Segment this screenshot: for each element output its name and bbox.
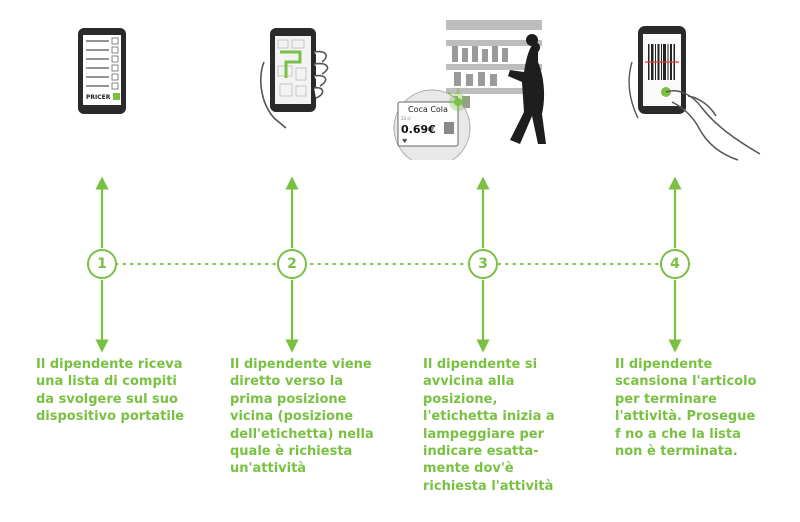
step-description-1: Il dipendente riceva una lista di compit… xyxy=(36,357,185,425)
step-number-3: 3 xyxy=(468,249,498,279)
tag-small-code: 33 cl xyxy=(401,116,411,121)
tag-product-name: Coca Cola xyxy=(408,105,448,114)
shelf-blinking-label-icon: Coca Cola 33 cl 0.69€ ♥ xyxy=(393,20,546,160)
step-number-2: 2 xyxy=(277,249,307,279)
step-description-3: Il dipendente si avvicina alla posizione… xyxy=(423,357,555,494)
phone-barcode-scan-icon xyxy=(628,26,761,161)
heart-icon: ♥ xyxy=(402,138,407,145)
tag-price: 0.69€ xyxy=(401,123,436,136)
phone-map-hand-icon xyxy=(260,28,329,129)
step-number-4: 4 xyxy=(660,249,690,279)
step-description-2: Il dipendente viene diretto verso la pri… xyxy=(230,357,374,477)
step-description-4: Il dipendente scansiona l'articolo per t… xyxy=(615,357,757,460)
device-logo: PRICER xyxy=(86,94,111,101)
step-number-1: 1 xyxy=(87,249,117,279)
phone-task-list-icon: PRICER xyxy=(78,28,126,114)
